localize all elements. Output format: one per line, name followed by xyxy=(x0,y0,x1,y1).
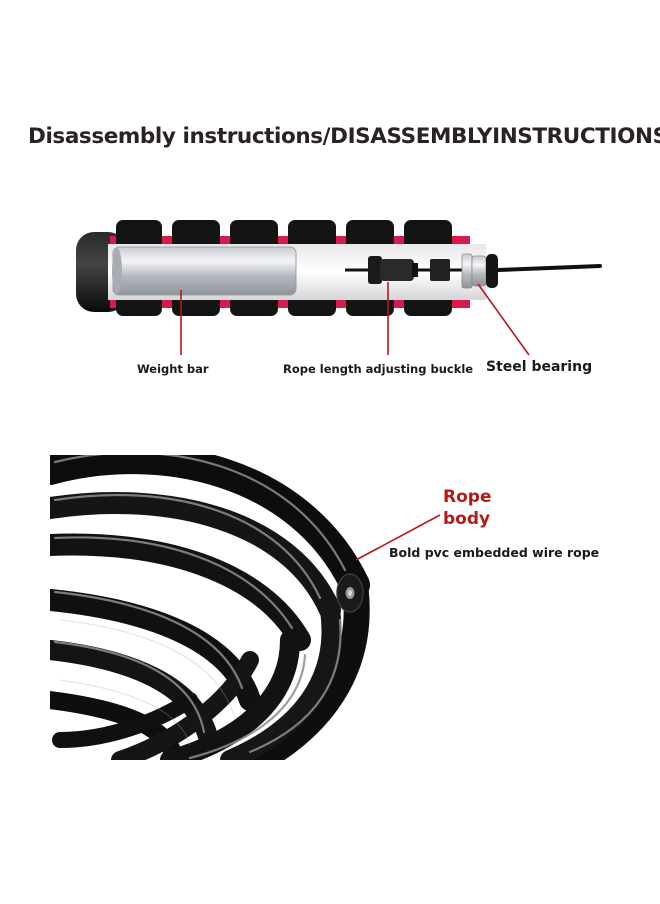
rope-coil-photo xyxy=(50,455,380,760)
label-adjusting-buckle: Rope length adjusting buckle xyxy=(283,362,474,376)
label-weight-bar: Weight bar xyxy=(137,362,209,376)
buckle-nut xyxy=(430,259,450,281)
weight-bar-end xyxy=(112,248,122,294)
page-title: Disassembly instructions/DISASSEMBLYINST… xyxy=(28,124,660,149)
handle-illustration xyxy=(76,220,602,316)
leader-bearing xyxy=(477,283,530,356)
rope-end-section xyxy=(336,573,364,613)
label-steel-bearing: Steel bearing xyxy=(486,359,593,375)
steel-bearing-part xyxy=(461,253,487,289)
handle-leader-lines xyxy=(180,282,530,356)
label-rope-body: Rope body xyxy=(443,487,492,529)
handle-tip xyxy=(486,254,498,288)
outer-rope xyxy=(496,264,602,272)
weight-bar xyxy=(112,246,297,296)
label-rope-description: Bold pvc embedded wire rope xyxy=(389,545,600,560)
adjusting-buckle-part xyxy=(368,256,418,284)
leader-rope-body xyxy=(355,514,441,561)
